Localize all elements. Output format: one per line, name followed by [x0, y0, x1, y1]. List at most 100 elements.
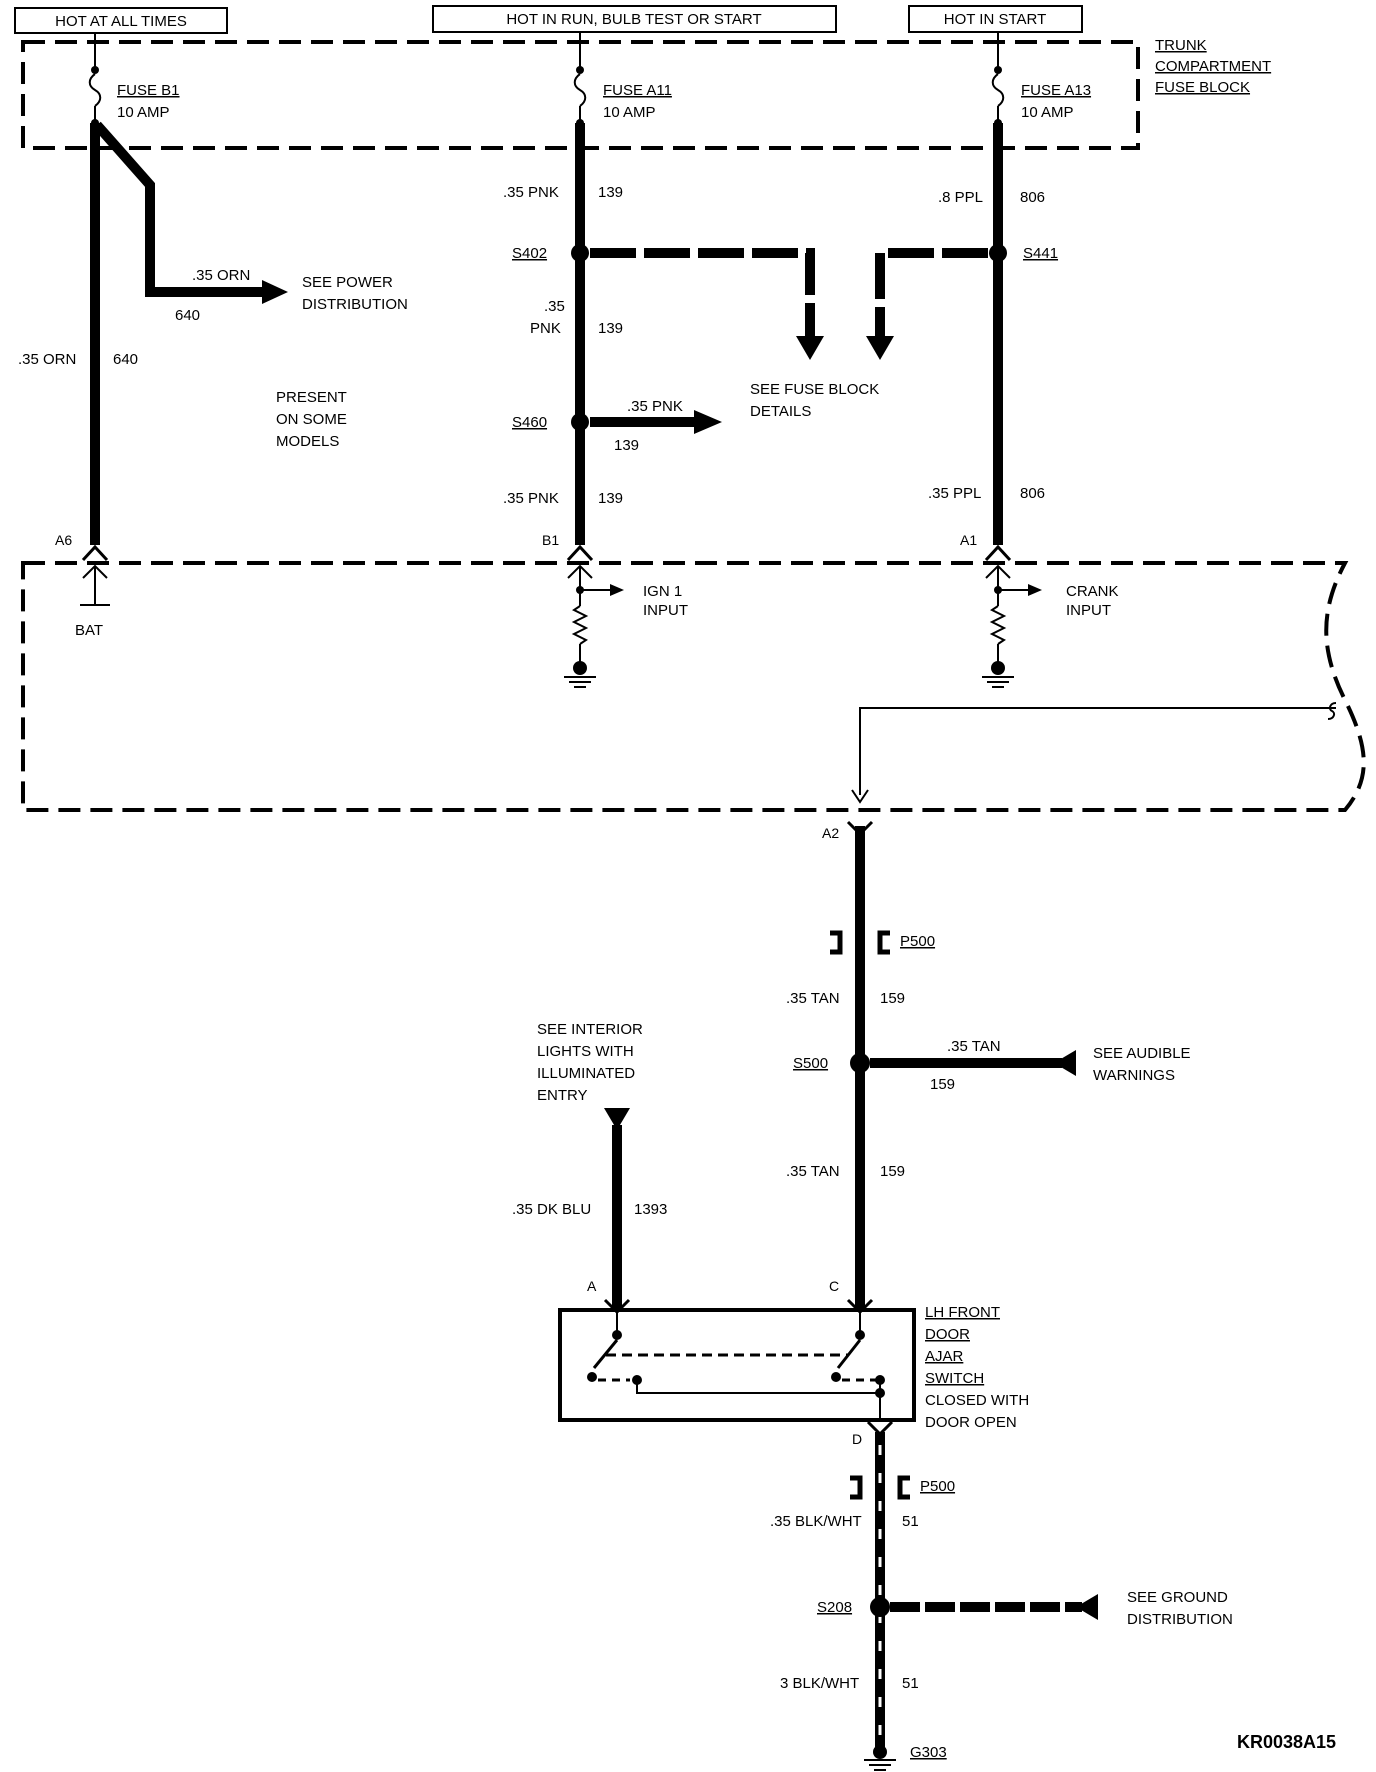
- svg-text:LH FRONT: LH FRONT: [925, 1304, 1000, 1321]
- svg-text:P500: P500: [900, 933, 935, 950]
- svg-text:FUSE BLOCK: FUSE BLOCK: [1155, 79, 1250, 96]
- svg-text:SEE INTERIOR: SEE INTERIOR: [537, 1021, 643, 1038]
- svg-text:S441: S441: [1023, 245, 1058, 262]
- svg-text:PRESENT: PRESENT: [276, 389, 347, 406]
- module-outline: [21, 561, 1366, 812]
- switch-label: LH FRONT DOOR AJAR SWITCH CLOSED WITH DO…: [925, 1304, 1029, 1431]
- svg-text:.8 PPL: .8 PPL: [938, 189, 983, 206]
- module-internal-a2: [859, 707, 1336, 795]
- fuse-b1: FUSE B1 10 AMP: [88, 66, 180, 127]
- svg-text:A1: A1: [960, 532, 977, 548]
- svg-text:SEE FUSE BLOCK: SEE FUSE BLOCK: [750, 381, 879, 398]
- wire-s441-to-fuse-details: [875, 248, 988, 340]
- wire-s402-to-fuse-details: [590, 248, 815, 340]
- svg-text:B1: B1: [542, 532, 559, 548]
- svg-text:.35 ORN: .35 ORN: [18, 351, 76, 368]
- svg-text:COMPARTMENT: COMPARTMENT: [1155, 58, 1271, 75]
- svg-text:DISTRIBUTION: DISTRIBUTION: [302, 296, 408, 313]
- svg-text:1393: 1393: [634, 1201, 667, 1218]
- svg-text:HOT AT ALL TIMES: HOT AT ALL TIMES: [55, 13, 187, 30]
- svg-text:.35 BLK/WHT: .35 BLK/WHT: [770, 1513, 862, 1530]
- arrow-see-ground-distribution: [1076, 1594, 1098, 1620]
- svg-text:G303: G303: [910, 1744, 947, 1761]
- arrow-see-power-distribution: [262, 280, 288, 304]
- svg-text:159: 159: [880, 1163, 905, 1180]
- arrow-fuse-details-right: [866, 336, 894, 360]
- header-hot-in-start: HOT IN START: [908, 5, 1083, 33]
- arrow-see-audible-warnings: [1054, 1050, 1076, 1076]
- svg-text:SEE POWER: SEE POWER: [302, 274, 393, 291]
- splice-s441: [989, 244, 1007, 262]
- svg-text:.35 TAN: .35 TAN: [786, 1163, 840, 1180]
- svg-text:806: 806: [1020, 189, 1045, 206]
- connector-a1: CRANK INPUT: [982, 544, 1119, 688]
- svg-text:S208: S208: [817, 1599, 852, 1616]
- header-hot-at-all-times: HOT AT ALL TIMES: [14, 7, 228, 34]
- arrow-see-interior-lights: [604, 1108, 630, 1130]
- svg-text:HOT IN RUN, BULB TEST OR STAR: HOT IN RUN, BULB TEST OR START: [506, 11, 761, 28]
- svg-text:HOT IN START: HOT IN START: [944, 11, 1047, 28]
- svg-text:.35 PPL: .35 PPL: [928, 485, 981, 502]
- svg-text:P500: P500: [920, 1478, 955, 1495]
- svg-text:.35 PNK: .35 PNK: [503, 490, 559, 507]
- switch-contacts: [587, 1312, 885, 1420]
- svg-text:WARNINGS: WARNINGS: [1093, 1067, 1175, 1084]
- svg-text:LIGHTS WITH: LIGHTS WITH: [537, 1043, 634, 1060]
- svg-text:139: 139: [598, 320, 623, 337]
- connector-a6: BAT: [75, 544, 110, 639]
- svg-text:FUSE A11: FUSE A11: [603, 82, 672, 99]
- connector-b1: IGN 1 INPUT: [564, 544, 688, 688]
- svg-text:10 AMP: 10 AMP: [117, 104, 170, 121]
- svg-text:DOOR: DOOR: [925, 1326, 970, 1343]
- svg-text:ILLUMINATED: ILLUMINATED: [537, 1065, 635, 1082]
- fuse-block-label: TRUNK COMPARTMENT FUSE BLOCK: [1155, 37, 1271, 96]
- svg-text:159: 159: [880, 990, 905, 1007]
- svg-text:SEE AUDIBLE: SEE AUDIBLE: [1093, 1045, 1191, 1062]
- svg-text:139: 139: [598, 490, 623, 507]
- splice-s460: [571, 413, 589, 431]
- svg-text:640: 640: [175, 307, 200, 324]
- svg-text:PNK: PNK: [530, 320, 561, 337]
- svg-text:ON SOME: ON SOME: [276, 411, 347, 428]
- svg-text:A2: A2: [822, 825, 839, 841]
- svg-text:AJAR: AJAR: [925, 1348, 964, 1365]
- svg-text:139: 139: [598, 184, 623, 201]
- arrow-pnk-branch: [694, 410, 722, 434]
- splice-s500: [850, 1053, 870, 1073]
- svg-text:.35 ORN: .35 ORN: [192, 267, 250, 284]
- svg-text:TRUNK: TRUNK: [1155, 37, 1207, 54]
- ground-g303: G303: [864, 1744, 947, 1771]
- svg-text:A: A: [587, 1278, 597, 1294]
- svg-text:SEE GROUND: SEE GROUND: [1127, 1589, 1228, 1606]
- svg-text:IGN 1: IGN 1: [643, 583, 682, 600]
- svg-text:INPUT: INPUT: [643, 602, 688, 619]
- svg-text:.35 PNK: .35 PNK: [627, 398, 683, 415]
- svg-text:51: 51: [902, 1513, 919, 1530]
- splice-s402: [571, 244, 589, 262]
- svg-text:806: 806: [1020, 485, 1045, 502]
- lh-front-door-ajar-switch: [558, 1308, 916, 1422]
- svg-text:CRANK: CRANK: [1066, 583, 1119, 600]
- connector-p500-upper: P500: [830, 930, 935, 955]
- svg-text:MODELS: MODELS: [276, 433, 339, 450]
- svg-text:CLOSED WITH: CLOSED WITH: [925, 1392, 1029, 1409]
- svg-text:C: C: [829, 1278, 839, 1294]
- svg-text:BAT: BAT: [75, 622, 103, 639]
- svg-text:10 AMP: 10 AMP: [1021, 104, 1074, 121]
- diagram-id: KR0038A15: [1237, 1732, 1336, 1752]
- splice-s208: [870, 1597, 890, 1617]
- svg-text:ENTRY: ENTRY: [537, 1087, 588, 1104]
- svg-text:10 AMP: 10 AMP: [603, 104, 656, 121]
- wire-orn-640-branch: [93, 121, 265, 297]
- fuse-a13: FUSE A13 10 AMP: [991, 66, 1091, 127]
- svg-text:159: 159: [930, 1076, 955, 1093]
- svg-text:.35 TAN: .35 TAN: [786, 990, 840, 1007]
- svg-text:640: 640: [113, 351, 138, 368]
- header-hot-in-run: HOT IN RUN, BULB TEST OR START: [432, 5, 837, 33]
- svg-text:INPUT: INPUT: [1066, 602, 1111, 619]
- svg-text:.35 PNK: .35 PNK: [503, 184, 559, 201]
- svg-text:S500: S500: [793, 1055, 828, 1072]
- svg-text:.35 TAN: .35 TAN: [947, 1038, 1001, 1055]
- svg-text:D: D: [852, 1431, 862, 1447]
